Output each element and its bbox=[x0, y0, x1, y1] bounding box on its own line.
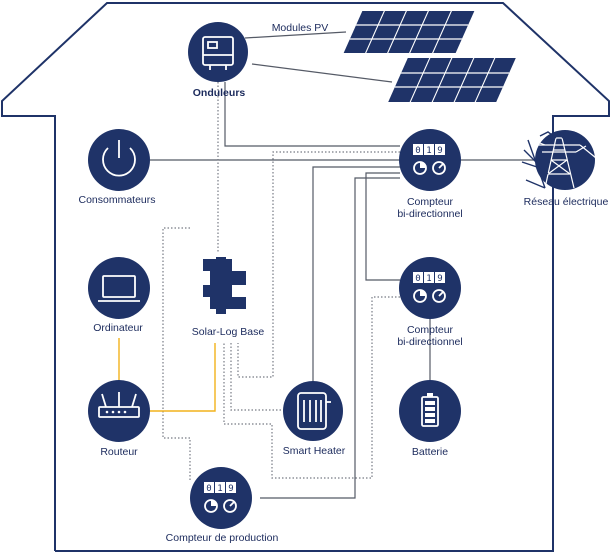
grid-label: Réseau électrique bbox=[524, 196, 609, 208]
production-digit-1: 0 bbox=[206, 484, 211, 494]
pv-modules-label: Modules PV bbox=[272, 22, 329, 34]
network-lines bbox=[118, 338, 216, 412]
battery-label: Batterie bbox=[412, 446, 448, 458]
data-production-solarlog bbox=[162, 227, 191, 480]
heater-icon bbox=[297, 392, 331, 430]
data-heater-solarlog bbox=[230, 343, 288, 411]
meter-mid-node: 0 1 9 bbox=[399, 257, 461, 319]
inverter-icon bbox=[202, 36, 234, 70]
meter-icon: 0 1 9 bbox=[413, 272, 446, 303]
inverter-node bbox=[188, 22, 248, 82]
router-label: Routeur bbox=[100, 446, 138, 458]
computer-node bbox=[88, 257, 150, 319]
inverters-label: Onduleurs bbox=[193, 87, 246, 99]
meter-top-node: 0 1 9 bbox=[399, 129, 461, 191]
line-meter-to-meter2 bbox=[365, 172, 400, 281]
data-meter-solarlog bbox=[237, 151, 400, 378]
solarlog-label: Solar-Log Base bbox=[192, 326, 265, 338]
meter-top-label-1: Compteur bbox=[407, 196, 454, 208]
data-lines bbox=[162, 82, 400, 480]
meter-mid-label-2: bi-directionnel bbox=[397, 336, 462, 348]
computer-label: Ordinateur bbox=[93, 322, 143, 334]
meter-mid-digit-2: 1 bbox=[426, 274, 431, 284]
meter-top-digit-1: 0 bbox=[415, 146, 420, 156]
battery-node bbox=[399, 380, 461, 442]
line-meter-to-production bbox=[260, 177, 400, 499]
meter-top-digit-3: 9 bbox=[437, 146, 442, 156]
meter-mid-label-1: Compteur bbox=[407, 324, 454, 336]
meter-mid-digit-3: 9 bbox=[437, 274, 442, 284]
meter-top-digit-2: 1 bbox=[426, 146, 431, 156]
meter-mid-digit-1: 0 bbox=[415, 274, 420, 284]
laptop-icon bbox=[98, 275, 140, 302]
meter-icon: 0 1 9 bbox=[204, 482, 237, 513]
meter-top-label-2: bi-directionnel bbox=[397, 208, 462, 220]
production-digit-3: 9 bbox=[228, 484, 233, 494]
power-icon bbox=[102, 140, 136, 177]
smart-heater-label: Smart Heater bbox=[283, 445, 346, 457]
solarlog-device-icon bbox=[203, 257, 246, 314]
meter-icon: 0 1 9 bbox=[413, 144, 446, 175]
router-node bbox=[88, 380, 150, 442]
net-router-solarlog bbox=[149, 343, 216, 412]
solarlog-node bbox=[203, 257, 246, 314]
production-meter-node: 0 1 9 bbox=[190, 467, 252, 529]
line-pv-to-inverter-1 bbox=[244, 31, 347, 39]
router-icon bbox=[98, 392, 140, 418]
line-inverter-to-meter bbox=[224, 82, 400, 147]
grid-node bbox=[521, 130, 597, 190]
data-meter2-solarlog bbox=[223, 296, 400, 479]
smart-heater-node bbox=[283, 381, 343, 441]
pylon-icon bbox=[531, 137, 597, 189]
consumers-label: Consommateurs bbox=[78, 194, 155, 206]
power-lines bbox=[150, 31, 535, 499]
battery-icon bbox=[421, 393, 439, 427]
solar-panel-icon bbox=[343, 11, 516, 102]
production-meter-label: Compteur de production bbox=[166, 532, 279, 544]
line-pv-to-inverter-2 bbox=[251, 63, 393, 83]
line-meter-to-heater bbox=[312, 166, 400, 383]
consumers-node bbox=[88, 129, 150, 191]
production-digit-2: 1 bbox=[217, 484, 222, 494]
